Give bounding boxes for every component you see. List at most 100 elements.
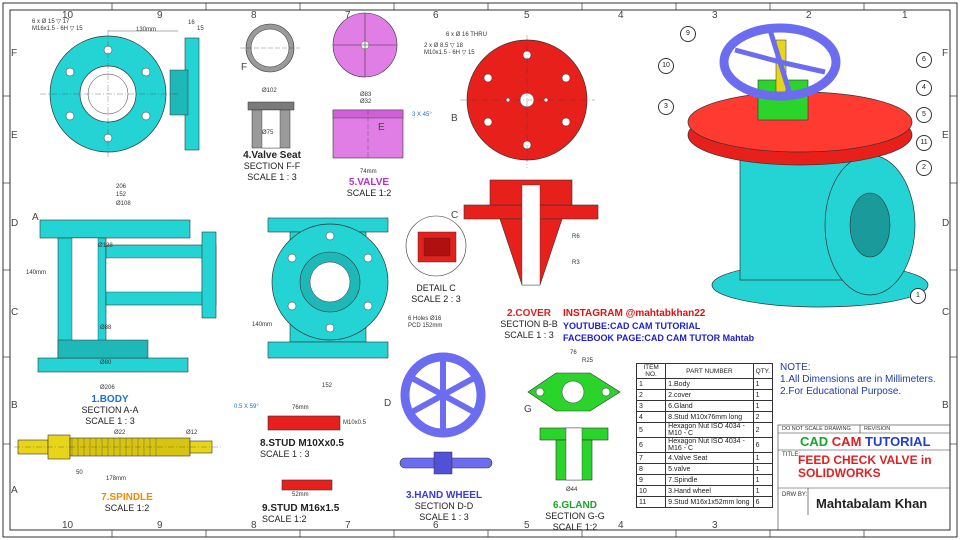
- zone-label-top: 2: [806, 10, 812, 21]
- balloon-9: 9: [680, 26, 696, 42]
- detail-c-label: DETAIL C SCALE 2 : 3: [406, 283, 466, 305]
- bom-part: 6.Gland: [665, 400, 754, 412]
- bom-part: 9.Stud M16x1x52mm long: [665, 496, 754, 508]
- detail-c-view: [405, 215, 467, 277]
- body-scale: SCALE 1 : 3: [85, 416, 135, 426]
- bom-part: Hexagon Nut ISO 4034 - M16 - C: [665, 437, 754, 453]
- zone-label-side: B: [11, 400, 18, 411]
- detail-c-title: DETAIL C: [416, 283, 456, 293]
- hand-wheel-title: 3.HAND WHEEL: [405, 490, 483, 501]
- zone-label-top: 4: [618, 10, 624, 21]
- bom-item: 10: [635, 485, 667, 497]
- stud-m16-scale: SCALE 1:2: [262, 514, 307, 524]
- balloon-3: 3: [658, 99, 674, 115]
- logo-cam: CAM: [831, 434, 862, 449]
- title-label: TITLE:: [782, 452, 801, 458]
- zone-label-side: C: [11, 307, 19, 318]
- bom-item: 11: [635, 496, 667, 508]
- valve-seat-label: 4.Valve Seat SECTION F-F SCALE 1 : 3: [232, 150, 312, 183]
- dim-206b: Ø206: [100, 385, 115, 391]
- dim-102: Ø102: [262, 88, 277, 94]
- hand-wheel-view: [399, 352, 493, 475]
- dim-178: 178mm: [106, 476, 127, 482]
- bom-qty: 6: [752, 496, 774, 508]
- dim-12: Ø12: [186, 430, 198, 436]
- note-item: 1.All Dimensions are in Millimeters.: [780, 374, 936, 385]
- cover-front-view: [460, 35, 595, 168]
- zone-label-bottom: 7: [345, 520, 351, 531]
- dim-44: Ø44: [566, 487, 578, 493]
- dim-152: 152: [116, 192, 127, 198]
- dim-32: Ø32: [360, 99, 372, 105]
- bom-qty: 6: [752, 437, 774, 453]
- zone-label-side: E: [11, 130, 18, 141]
- dim-tap2: M16x1.5 - 6H ▽ 15: [32, 26, 83, 32]
- bom-item: 6: [635, 437, 667, 453]
- zone-label-top: 10: [62, 10, 74, 21]
- facebook-page[interactable]: FACEBOOK PAGE:CAD CAM TUTOR Mahtab: [563, 333, 755, 343]
- spindle-label: 7.SPINDLE SCALE 1:2: [92, 492, 162, 514]
- dim-ang: 0.5 X 59°: [234, 404, 259, 410]
- bom-item: 3: [635, 400, 667, 412]
- gland-section: SECTION G-G: [545, 511, 605, 521]
- dim-83: Ø83: [360, 92, 372, 98]
- dim-r25: R25: [582, 358, 594, 364]
- bom-qty: 1: [752, 463, 774, 475]
- dim-r3: R3: [572, 260, 580, 266]
- gland-view: [527, 372, 621, 481]
- valve-label: 5.VALVE SCALE 1:2: [334, 177, 404, 199]
- cover-title: 2.COVER: [507, 308, 551, 319]
- bom-part: 1.Body: [665, 378, 754, 390]
- bom-header: ITEM NO. PART NUMBER QTY.: [635, 363, 774, 379]
- drawn-by-label: DRW BY:: [782, 492, 808, 498]
- section-mark-d: D: [384, 398, 392, 409]
- cover-scale: SCALE 1 : 3: [504, 330, 554, 340]
- spindle-scale: SCALE 1:2: [104, 503, 150, 513]
- gland-scale: SCALE 1:2: [552, 522, 598, 532]
- youtube-channel[interactable]: YOUTUBE:CAD CAM TUTORIAL: [563, 321, 701, 331]
- dim-76: 76mm: [292, 405, 309, 411]
- bom-item: 4: [635, 411, 667, 423]
- balloon-11: 11: [916, 135, 932, 151]
- valve-seat-title: 4.Valve Seat: [243, 150, 301, 161]
- zone-label-bottom: 5: [524, 520, 530, 531]
- valve-seat-scale: SCALE 1 : 3: [247, 172, 297, 182]
- bom-part: 2.cover: [665, 389, 754, 401]
- bom-qty: 1: [752, 485, 774, 497]
- instagram-handle[interactable]: INSTAGRAM @mahtabkhan22: [563, 308, 706, 319]
- dim-88: Ø88: [100, 325, 112, 331]
- dim-tap1: 6 x Ø 15 ▽ 17: [32, 19, 70, 25]
- zone-label-side: F: [11, 48, 18, 59]
- section-mark-g: G: [524, 404, 532, 415]
- valve-title: 5.VALVE: [348, 177, 390, 188]
- cover-section: SECTION B-B: [500, 319, 558, 329]
- zone-label-top: 9: [157, 10, 163, 21]
- drawn-by-name: Mahtabalam Khan: [816, 496, 928, 511]
- dim-130: 130mm: [136, 27, 157, 33]
- dim-50: 50: [76, 470, 83, 476]
- balloon-2: 2: [916, 160, 932, 176]
- dim-80: Ø80: [100, 360, 112, 366]
- dim-thru: 6 x Ø 16 THRU: [446, 32, 487, 38]
- valve-scale: SCALE 1:2: [346, 188, 392, 198]
- dim-74: 74mm: [360, 169, 377, 175]
- section-mark-c: C: [451, 210, 459, 221]
- hand-wheel-section: SECTION D-D: [414, 501, 474, 511]
- dim-140: 140mm: [26, 270, 47, 276]
- bom-header-qty: QTY.: [752, 363, 774, 379]
- zone-label-top: 5: [524, 10, 530, 21]
- dim-r6: R6: [572, 234, 580, 240]
- section-mark-b: B: [451, 113, 458, 124]
- zone-label-top: 6: [433, 10, 439, 21]
- zone-label-bottom: 6: [433, 520, 439, 531]
- dim-108: Ø108: [116, 201, 131, 207]
